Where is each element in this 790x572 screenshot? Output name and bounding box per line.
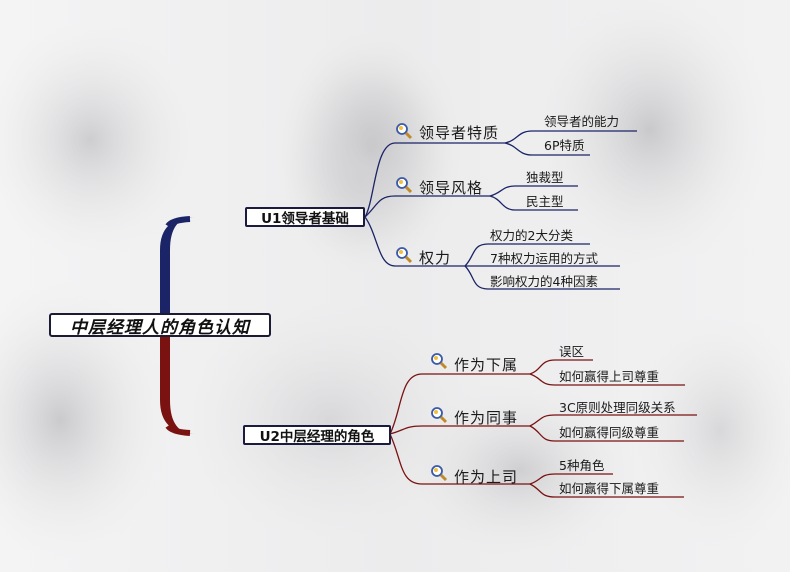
leaf-item[interactable]: 独裁型 <box>526 170 564 185</box>
leaf-item[interactable]: 如何赢得下属尊重 <box>559 481 660 496</box>
magnifier-icon <box>431 353 448 370</box>
leaf-item[interactable]: 如何赢得上司尊重 <box>559 369 660 384</box>
leaf-item[interactable]: 影响权力的4种因素 <box>490 274 598 289</box>
root-node[interactable]: 中层经理人的角色认知 <box>49 313 271 338</box>
leaf-item[interactable]: 3C原则处理同级关系 <box>559 400 676 415</box>
subtopic-label: 权力 <box>419 249 452 267</box>
u2-links <box>389 359 697 498</box>
magnifier-icon <box>396 247 413 264</box>
branch-u2-label: U2中层经理的角色 <box>259 429 375 445</box>
leaf-item[interactable]: 5种角色 <box>559 458 605 473</box>
branch-u1[interactable]: U1领导者基础 <box>245 207 365 227</box>
magnifier-icon <box>396 123 413 140</box>
subtopic-label: 领导风格 <box>419 179 484 197</box>
leaf-item[interactable]: 领导者的能力 <box>544 114 620 129</box>
magnifier-icon <box>396 177 413 194</box>
branch-u1-label: U1领导者基础 <box>261 211 349 227</box>
leaf-item[interactable]: 误区 <box>559 344 585 359</box>
leaf-item[interactable]: 7种权力运用的方式 <box>490 251 598 266</box>
subtopic-label: 作为上司 <box>454 468 519 486</box>
leaf-item[interactable]: 如何赢得同级尊重 <box>559 425 660 440</box>
subtopic-label: 作为下属 <box>454 356 519 374</box>
root-label: 中层经理人的角色认知 <box>70 317 250 338</box>
trunk-u1 <box>160 217 247 313</box>
leaf-item[interactable]: 6P特质 <box>544 138 585 153</box>
magnifier-icon <box>431 465 448 482</box>
branch-u2[interactable]: U2中层经理的角色 <box>243 425 391 445</box>
u1-links <box>364 130 637 290</box>
leaf-item[interactable]: 民主型 <box>526 194 564 209</box>
subtopic-label: 领导者特质 <box>419 124 500 142</box>
leaf-item[interactable]: 权力的2大分类 <box>490 228 573 243</box>
subtopic-label: 作为同事 <box>454 409 519 427</box>
trunk-u2 <box>160 337 245 434</box>
magnifier-icon <box>431 407 448 424</box>
